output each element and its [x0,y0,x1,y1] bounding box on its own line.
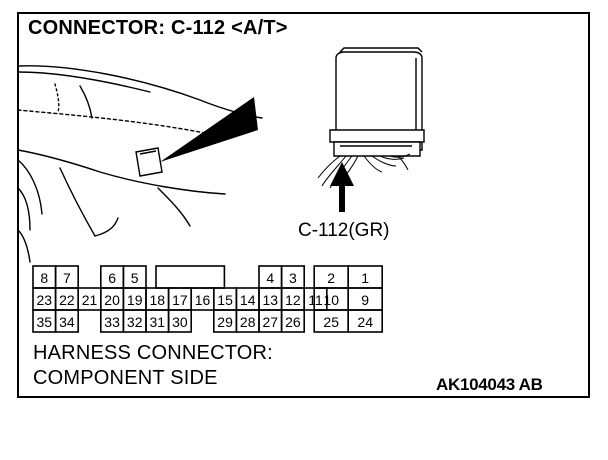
pin-label: 7 [63,270,71,286]
dash-detail [54,83,60,113]
pin-label: 9 [361,292,369,308]
location-box-inner [139,150,157,155]
unit-housing [335,51,423,151]
pin-label: 35 [37,314,53,330]
pin-label: 12 [285,292,301,308]
unit-top-edge [339,47,423,53]
panel-curve [59,167,96,237]
pin-label: 26 [285,314,301,330]
console-edge [157,187,191,227]
pin-label: 11 [308,292,323,308]
pin-label: 21 [82,292,98,308]
pin-label: 10 [323,292,339,308]
pin-label: 18 [150,292,166,308]
pin-label: 6 [108,270,116,286]
pin-label: 4 [266,270,274,286]
pin-cell [347,309,384,333]
pin-label: 5 [131,270,139,286]
pin-label: 27 [263,314,279,330]
pin-label: 17 [172,292,188,308]
panel-corner [94,217,119,237]
pin-label: 1 [361,270,369,286]
diagram-title: CONNECTOR: C-112 <A/T> [28,17,288,39]
dashboard-illustration [17,65,263,263]
caption-harness-connector: HARNESS CONNECTOR: [33,342,273,364]
pointer-wedge [160,97,258,162]
pin-label: 15 [217,292,233,308]
pin-label: 20 [104,292,120,308]
pin-label: 8 [40,270,48,286]
pin-label: 13 [263,292,279,308]
pin-label: 22 [59,292,75,308]
dash-dashed-edge [17,109,211,135]
dash-lower-line [17,149,226,195]
knee-contour [17,159,43,215]
caption-component-side: COMPONENT SIDE [33,367,218,389]
pin-label: 24 [357,314,373,330]
pin-label: 30 [172,314,188,330]
location-box [135,147,163,177]
pin-label: 29 [217,314,233,330]
pin-label: 32 [127,314,143,330]
pin-label: 3 [289,270,297,286]
pin-label: 14 [240,292,256,308]
steering-column [17,187,31,231]
unit-connector-body [333,141,421,157]
pin-label: 16 [195,292,211,308]
pin-cell [54,309,79,333]
pin-cell [167,309,193,333]
unit-base-plate [329,129,425,143]
pin-label: 28 [240,314,256,330]
control-unit-illustration [329,47,425,157]
connector-callout: C-112(GR) [298,220,390,241]
pin-label: 2 [327,270,335,286]
connector-key [155,265,226,289]
pin-label: 31 [150,314,166,330]
connector-location-marker [135,147,163,177]
pin-label: 19 [127,292,143,308]
lower-edge [17,229,31,263]
pin-label: 25 [323,314,339,330]
figure-code: AK104043 AB [436,375,543,394]
pin-label: 33 [104,314,120,330]
arrow-icon [330,162,354,212]
pin-cell [280,309,306,333]
pin-label: 34 [59,314,75,330]
diagram-frame [17,12,590,398]
dash-vent [79,85,93,119]
pin-label: 23 [37,292,53,308]
dash-upper-contour [17,71,151,93]
